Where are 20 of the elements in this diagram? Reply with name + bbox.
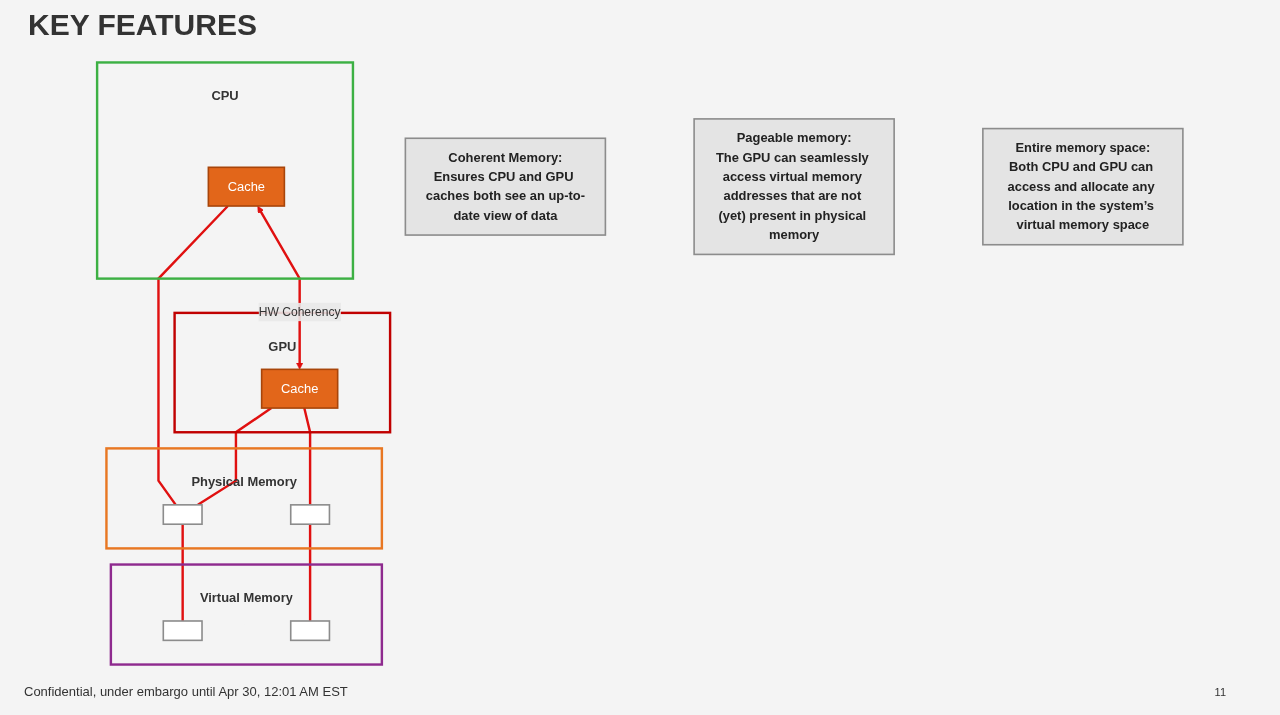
node-box: Cache [207,166,286,207]
connector [303,407,312,505]
edge-label: HW Coherency [258,304,341,319]
node-box: Entire memory space: Both CPU and GPU can access and allocate any location in the system’s virtual memory space [982,127,1184,246]
node-box: Coherent Memory: Ensures CPU and GPU caches both see an up-to-date view of data [404,137,607,236]
page-number: 11 [1214,686,1226,698]
footer-note: Confidential, under embargo until Apr 30, 12:01 AM EST [24,684,348,699]
connector [181,524,184,621]
node-box [162,504,203,525]
connector [197,407,273,506]
node-box: Cache [260,368,339,409]
cluster: Virtual Memory [109,563,384,666]
node-box [162,620,203,642]
connector [308,524,312,621]
node-box: Pageable memory: The GPU can seamlessly access virtual memory addresses that are not (yet) present in physical memory [693,118,895,256]
node-box [289,620,331,642]
slide-title: KEY FEATURES [28,8,257,42]
arrow [257,206,304,370]
node-box [289,504,331,525]
connector [157,205,229,506]
